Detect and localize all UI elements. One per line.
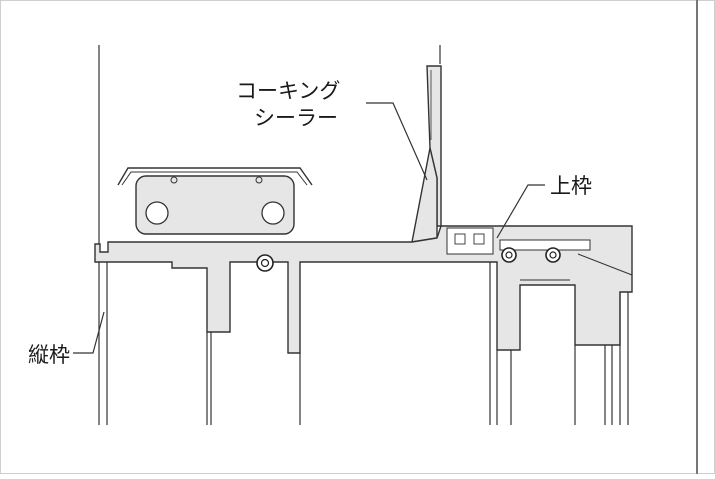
leader-caulking (366, 102, 428, 181)
caulking-sealer (411, 147, 438, 243)
anchor-bracket (117, 167, 313, 235)
bracket-hole-right (261, 201, 285, 225)
label-caulking-line1: コーキング (236, 79, 340, 103)
cavity-upper (446, 227, 494, 255)
label-top-frame: 上枠 (550, 174, 592, 198)
bracket-hole-left (145, 201, 169, 225)
leader-top-frame (496, 184, 545, 239)
label-caulking-line2: シーラー (254, 106, 338, 130)
gasket-left (256, 254, 274, 272)
gasket-middle (501, 247, 517, 263)
leader-side-frame (73, 311, 105, 354)
gasket-right (545, 247, 561, 263)
label-side-frame: 縦枠 (28, 343, 70, 367)
